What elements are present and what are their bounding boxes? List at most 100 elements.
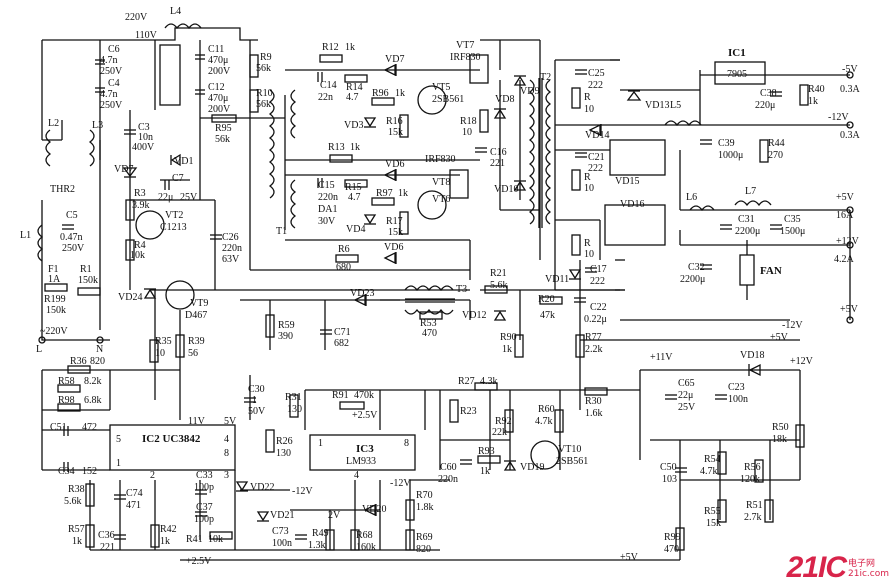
logo-cn: 电子网 <box>848 559 876 570</box>
label-da1: DA1 <box>318 204 337 215</box>
label-t1: T1 <box>276 226 287 237</box>
label-r91: R91 <box>332 390 349 401</box>
label-r42v: 1k <box>160 536 170 547</box>
label-r15v: 4.7 <box>348 192 361 203</box>
labels: 220V 110V L4 C6 4.7n 250V C4 4.7n 250V C… <box>20 6 861 567</box>
label-c6r: 250V <box>100 66 123 77</box>
logo-en: 21ic.com <box>848 569 889 580</box>
label-r4v: 10k <box>130 250 145 261</box>
label-r9: R9 <box>260 52 272 63</box>
label-r44: R44 <box>768 138 785 149</box>
label-r93v: 1k <box>480 466 490 477</box>
label-c37v: 100p <box>194 514 214 525</box>
label-r49v: 1.3k <box>308 540 326 551</box>
label-c35: C35 <box>784 214 801 225</box>
label-l4: L4 <box>170 6 181 17</box>
label-vd21: VD21 <box>270 510 294 521</box>
label-c30r: 50V <box>248 406 266 417</box>
components <box>37 23 854 551</box>
label-r98v: 6.8k <box>84 395 102 406</box>
label-r-t2a: R <box>584 92 591 103</box>
l5-coil <box>664 120 702 127</box>
l6-coil <box>689 205 715 212</box>
label-vd8: VD8 <box>495 94 514 105</box>
label-ic2: IC2 UC3842 <box>142 433 201 445</box>
label-r-t2c-v: 10 <box>584 249 594 260</box>
label-v2: 2V <box>328 510 341 521</box>
label-pin2: 2 <box>150 470 155 481</box>
label-r26v: 130 <box>276 448 291 459</box>
label-r77: R77 <box>585 332 602 343</box>
label-r41: R41 <box>186 534 203 545</box>
label-c7v: 22μ <box>158 192 173 203</box>
label-r35v: 10 <box>155 348 165 359</box>
label-r53: R53 <box>420 318 437 329</box>
logo-text: 电子网 21ic.com <box>848 559 889 583</box>
t1-coil <box>268 89 275 199</box>
label-c73: C73 <box>272 526 289 537</box>
label-c26r: 63V <box>222 254 240 265</box>
label-vd9: VD9 <box>520 86 539 97</box>
label-ic1: IC1 <box>728 47 746 59</box>
label-r20v: 47k <box>540 310 555 321</box>
label-r14: R14 <box>346 82 363 93</box>
label-c7r: 25V <box>180 192 198 203</box>
label-c32v: 2200μ <box>680 274 705 285</box>
label-v11: 11V <box>188 416 206 427</box>
l2-coil <box>45 129 52 167</box>
label-c23: C23 <box>728 382 745 393</box>
label-r21v: 5.6k <box>490 280 508 291</box>
label-c5: C5 <box>66 210 78 221</box>
label-c3r: 400V <box>132 142 155 153</box>
vt2 <box>135 210 165 240</box>
vt6 <box>417 190 447 220</box>
label-r10: R10 <box>256 88 273 99</box>
label-v110: 110V <box>135 30 158 41</box>
label-m5a: 0.3A <box>840 84 861 95</box>
label-pin3: 3 <box>224 470 229 481</box>
label-p5v2: +5V <box>770 332 789 343</box>
label-r6: R6 <box>338 244 350 255</box>
label-c14: C14 <box>320 80 337 91</box>
label-p5v: +5V <box>836 192 855 203</box>
label-c15v: 220n <box>318 192 338 203</box>
label-c12v: 470μ <box>208 93 228 104</box>
label-r98: R98 <box>58 395 75 406</box>
label-c21v: 222 <box>588 163 603 174</box>
label-r30: R30 <box>585 396 602 407</box>
label-r99: R99 <box>664 532 681 543</box>
label-f1v: 1A <box>48 274 61 285</box>
label-r13: R13 <box>328 142 345 153</box>
vt9 <box>165 280 195 310</box>
label-c17: C17 <box>590 264 607 275</box>
label-c3v: 10n <box>138 132 153 143</box>
label-c26: C26 <box>222 232 239 243</box>
label-p25v2: +2.5V <box>186 556 212 567</box>
label-c34v: 152 <box>82 466 97 477</box>
label-r26: R26 <box>276 436 293 447</box>
vt10 <box>530 440 560 470</box>
label-r92v: 22k <box>492 427 507 438</box>
label-c36v: 221 <box>100 542 115 553</box>
label-r60: R60 <box>538 404 555 415</box>
ic3-lm933 <box>309 434 416 471</box>
label-vd12: VD12 <box>462 310 486 321</box>
label-vt7: VT7 <box>456 40 474 51</box>
label-r60v: 4.7k <box>535 416 553 427</box>
t3-coil <box>404 285 454 292</box>
label-r12: R12 <box>322 42 339 53</box>
label-c71: C71 <box>334 327 351 338</box>
label-r40v: 1k <box>808 96 818 107</box>
label-r96: R96 <box>372 88 389 99</box>
label-r17v: 15k <box>388 227 403 238</box>
label-vd22: VD22 <box>250 482 274 493</box>
label-l5: L5 <box>670 100 681 111</box>
label-r90v: 1k <box>502 344 512 355</box>
label-c50v: 103 <box>662 474 677 485</box>
label-vt5: VT5 <box>432 82 450 93</box>
label-r1v: 150k <box>78 275 98 286</box>
label-r1: R1 <box>80 264 92 275</box>
vd16-block <box>604 204 666 246</box>
label-p11v: +11V <box>650 352 673 363</box>
label-r35: R35 <box>155 336 172 347</box>
